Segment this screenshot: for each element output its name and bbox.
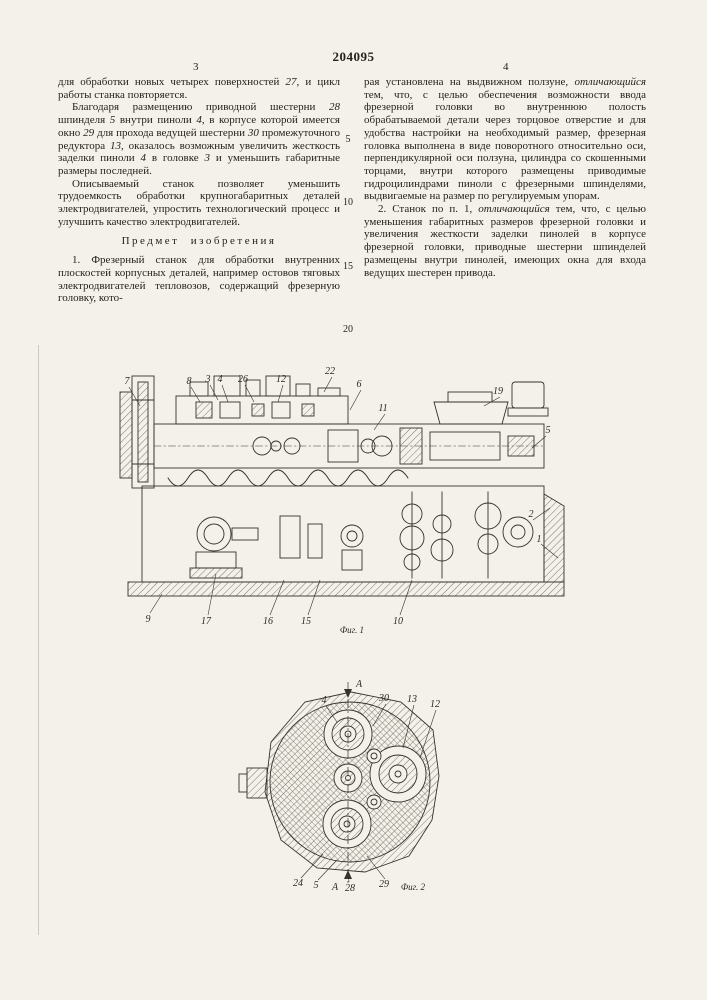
page-number-right: 4 <box>503 61 509 73</box>
fig2-labels: А 4 30 13 12 24 5 А 28 29 <box>293 679 440 894</box>
fig1-labels: 7 8 3 4 26 12 22 6 11 19 5 2 1 9 17 16 1… <box>125 366 551 627</box>
paragraph: Описываемый станок позволяет уменьшить т… <box>58 177 340 228</box>
figure-label: 5 <box>546 425 551 436</box>
figure-label: 9 <box>146 614 151 625</box>
machine-side-view <box>119 375 565 597</box>
figure-label: 30 <box>378 693 389 704</box>
figure-label: 13 <box>407 694 417 705</box>
figure-label: 5 <box>314 880 319 891</box>
machine-section-view <box>238 682 440 886</box>
figure-label: 6 <box>357 379 362 390</box>
figure-label: 7 <box>125 376 131 387</box>
figure-1-drawing: 7 8 3 4 26 12 22 6 11 19 5 2 1 9 17 16 1… <box>119 366 565 635</box>
margin-line-number-10: 10 <box>343 197 353 208</box>
figure-label: 17 <box>201 616 212 627</box>
paragraph: 2. Станок по п. 1, отличающийся тем, что… <box>364 203 646 279</box>
patent-number: 204095 <box>332 49 375 64</box>
figure-label: 4 <box>322 695 327 706</box>
figure-label: 1 <box>537 534 542 545</box>
figure-2-caption: Фиг. 2 <box>401 882 426 892</box>
section-heading: Предмет изобретения <box>121 235 277 248</box>
figure-label: 16 <box>263 616 273 627</box>
figure-label: 26 <box>238 374 248 385</box>
margin-line-number-5: 5 <box>345 134 351 145</box>
figure-label: 4 <box>218 374 223 385</box>
section-letter: А <box>331 882 339 893</box>
page-number-left: 3 <box>193 61 199 73</box>
figure-label: 28 <box>345 883 355 894</box>
figure-2-drawing: А 4 30 13 12 24 5 А 28 29 Фиг. 2 <box>238 679 440 894</box>
paragraph: Благодаря размещению приводной шестерни … <box>58 101 341 177</box>
figure-label: 24 <box>293 878 303 889</box>
figure-label: 12 <box>430 699 440 710</box>
figure-label: 10 <box>393 616 403 627</box>
page-fold-line <box>38 345 39 935</box>
figure-label: 29 <box>379 879 389 890</box>
paragraph: 1. Фрезерный станок для обработки внутре… <box>58 254 340 305</box>
fig2-leader-lines <box>300 703 437 883</box>
figure-label: 15 <box>301 616 311 627</box>
fig1-leader-lines <box>128 376 559 616</box>
right-column: рая установлена на выдвижном ползуне, от… <box>364 76 646 279</box>
margin-line-number-15: 15 <box>343 261 353 272</box>
figure-label: 3 <box>205 374 211 385</box>
left-column: для обработки новых четырех поверхностей… <box>58 76 340 305</box>
figure-label: 19 <box>493 386 503 397</box>
figure-label: 8 <box>187 376 192 387</box>
figure-label: 22 <box>325 366 335 377</box>
figure-label: 12 <box>276 374 286 385</box>
section-letter: А <box>355 679 363 690</box>
paragraph: для обработки новых четырех поверхностей… <box>58 76 341 101</box>
figure-label: 2 <box>529 509 534 520</box>
margin-line-number-20: 20 <box>343 324 353 335</box>
paragraph: рая установлена на выдвижном ползуне, от… <box>364 76 646 203</box>
figure-1-caption: Фиг. 1 <box>340 625 364 635</box>
figure-label: 11 <box>378 403 387 414</box>
